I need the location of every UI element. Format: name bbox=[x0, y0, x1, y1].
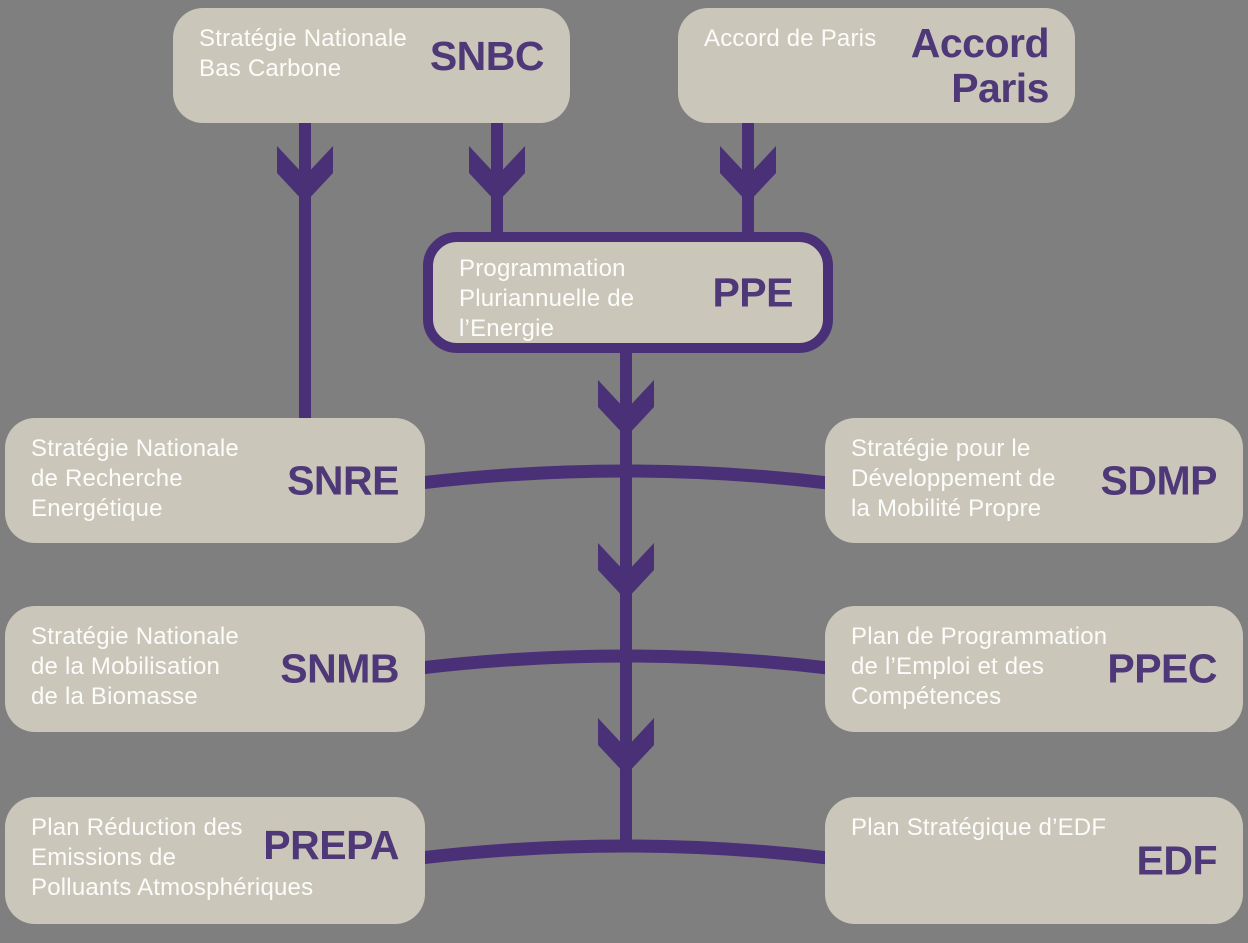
node-snmb-acronym: SNMB bbox=[280, 645, 399, 692]
chevron-arrowhead bbox=[598, 543, 654, 600]
branch-prepa-edf bbox=[419, 839, 829, 865]
node-accord-paris: Accord de Paris Accord Paris bbox=[678, 8, 1075, 123]
node-accord-paris-label: Accord de Paris bbox=[704, 25, 877, 52]
node-ppec: Plan de Programmation de l’Emploi et des… bbox=[825, 606, 1243, 732]
node-snre-acronym: SNRE bbox=[287, 457, 399, 503]
node-snbc: Stratégie Nationale Bas Carbone SNBC bbox=[173, 8, 570, 123]
chevron-arrowhead bbox=[720, 146, 776, 203]
arrow-to-snmb-ppec bbox=[419, 471, 829, 675]
node-sdmp-label: Stratégie pour le Développement de la Mo… bbox=[851, 435, 1056, 522]
arrow-snbc-to-snre bbox=[277, 121, 333, 424]
node-ppec-acronym: PPEC bbox=[1107, 645, 1217, 692]
node-ppec-label: Plan de Programmation de l’Emploi et des… bbox=[851, 623, 1108, 710]
chevron-arrowhead bbox=[598, 718, 654, 775]
chevron-arrowhead bbox=[469, 146, 525, 203]
node-accord-paris-acronym: Accord Paris bbox=[910, 19, 1050, 111]
chevron-arrowhead bbox=[277, 146, 333, 203]
node-snmb: Stratégie Nationale de la Mobilisation d… bbox=[5, 606, 425, 732]
arrow-accord-paris-to-ppe bbox=[720, 121, 776, 244]
node-sdmp-acronym: SDMP bbox=[1100, 457, 1218, 503]
node-ppe-acronym: PPE bbox=[712, 269, 793, 315]
node-prepa-label: Plan Réduction des Emissions de Polluant… bbox=[31, 814, 314, 901]
node-edf: Plan Stratégique d’EDF EDF bbox=[825, 797, 1243, 924]
node-snmb-label: Stratégie Nationale de la Mobilisation d… bbox=[31, 623, 239, 710]
arrow-to-prepa-edf bbox=[419, 656, 829, 865]
node-snre: Stratégie Nationale de Recherche Energét… bbox=[5, 418, 425, 543]
arrow-ppe-to-snre-sdmp bbox=[419, 350, 829, 490]
node-prepa: Plan Réduction des Emissions de Polluant… bbox=[5, 797, 425, 924]
node-snbc-label: Stratégie Nationale Bas Carbone bbox=[199, 25, 407, 82]
node-ppe: Programmation Pluriannuelle de l’Energie… bbox=[423, 232, 833, 353]
node-ppe-label: Programmation Pluriannuelle de l’Energie bbox=[459, 255, 635, 342]
node-sdmp: Stratégie pour le Développement de la Mo… bbox=[825, 418, 1243, 543]
node-edf-label: Plan Stratégique d’EDF bbox=[851, 814, 1107, 841]
arrow-snbc-to-ppe bbox=[469, 121, 525, 244]
node-snbc-acronym: SNBC bbox=[429, 33, 545, 79]
node-edf-acronym: EDF bbox=[1136, 837, 1218, 883]
node-snre-label: Stratégie Nationale de Recherche Energét… bbox=[31, 435, 239, 522]
chevron-arrowhead bbox=[598, 380, 654, 437]
node-prepa-acronym: PREPA bbox=[263, 822, 399, 868]
